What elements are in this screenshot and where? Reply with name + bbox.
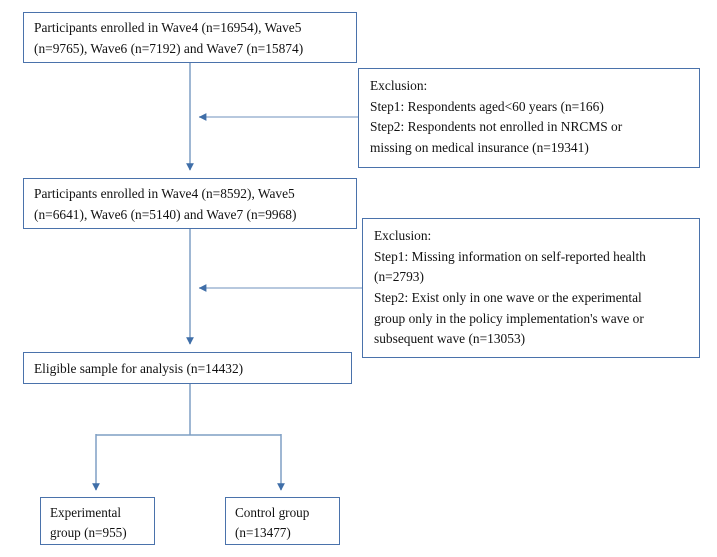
node-eligible-sample-text: Eligible sample for analysis (n=14432) bbox=[34, 361, 244, 376]
node-eligible-sample: Eligible sample for analysis (n=14432) bbox=[23, 352, 352, 384]
node-enrolled-filtered-line2: (n=6641), Wave6 (n=5140) and Wave7 (n=99… bbox=[34, 206, 297, 222]
node-exclusion-2-step2-line3: subsequent wave (n=13053) bbox=[374, 331, 526, 347]
node-exclusion-2-step1-line2: (n=2793) bbox=[374, 269, 424, 285]
node-enrolled-initial-line1: Participants enrolled in Wave4 (n=16954)… bbox=[34, 20, 302, 35]
node-experimental-group: Experimental group (n=955) bbox=[40, 497, 155, 545]
node-control-group-line2: (n=13477) bbox=[235, 525, 291, 541]
node-exclusion-2: Exclusion: Step1: Missing information on… bbox=[362, 218, 700, 358]
node-exclusion-2-step1-line1: Step1: Missing information on self-repor… bbox=[374, 248, 646, 264]
node-control-group-line1: Control group bbox=[235, 505, 310, 520]
node-exclusion-1-step2-line2: missing on medical insurance (n=19341) bbox=[370, 139, 589, 155]
node-exclusion-1-heading: Exclusion: bbox=[370, 78, 428, 93]
node-experimental-group-line2: group (n=955) bbox=[50, 525, 127, 541]
node-enrolled-filtered: Participants enrolled in Wave4 (n=8592),… bbox=[23, 178, 357, 229]
node-exclusion-2-heading: Exclusion: bbox=[374, 228, 432, 243]
node-exclusion-2-step2-line2: group only in the policy implementation'… bbox=[374, 310, 644, 326]
node-experimental-group-line1: Experimental bbox=[50, 505, 122, 520]
node-enrolled-filtered-line1: Participants enrolled in Wave4 (n=8592),… bbox=[34, 186, 295, 201]
node-enrolled-initial-line2: (n=9765), Wave6 (n=7192) and Wave7 (n=15… bbox=[34, 40, 304, 56]
node-exclusion-1-step2-line1: Step2: Respondents not enrolled in NRCMS… bbox=[370, 119, 623, 135]
node-control-group: Control group (n=13477) bbox=[225, 497, 340, 545]
node-exclusion-2-step2-line1: Step2: Exist only in one wave or the exp… bbox=[374, 289, 642, 305]
node-exclusion-1-step1: Step1: Respondents aged<60 years (n=166) bbox=[370, 98, 604, 114]
node-exclusion-1: Exclusion: Step1: Respondents aged<60 ye… bbox=[358, 68, 700, 168]
node-enrolled-initial: Participants enrolled in Wave4 (n=16954)… bbox=[23, 12, 357, 63]
